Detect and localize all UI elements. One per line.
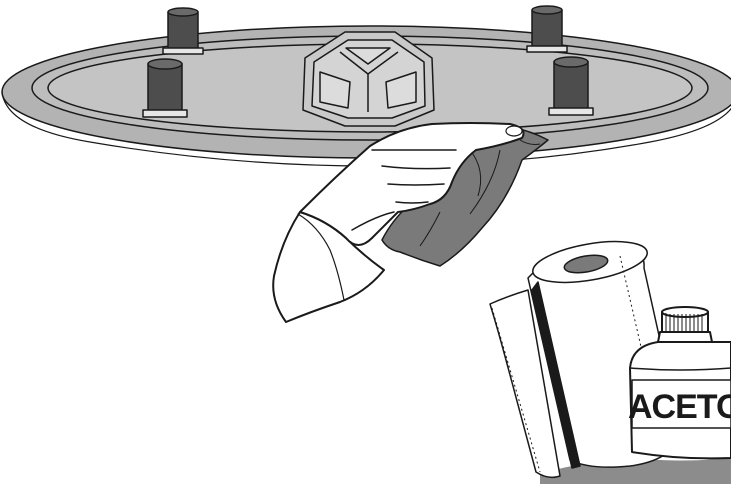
bottle-label: ACETONE bbox=[628, 388, 731, 426]
glove-hand bbox=[272, 122, 525, 323]
peg-back-right bbox=[526, 5, 568, 53]
oval-base-plate bbox=[1, 5, 731, 167]
cleaning-cloth bbox=[381, 124, 549, 267]
center-foot bbox=[302, 31, 435, 127]
acetone-bottle: ACETONE bbox=[628, 306, 731, 460]
peg-front-right bbox=[548, 56, 594, 116]
peg-front-left bbox=[142, 58, 188, 118]
peg-back-left bbox=[162, 7, 204, 55]
